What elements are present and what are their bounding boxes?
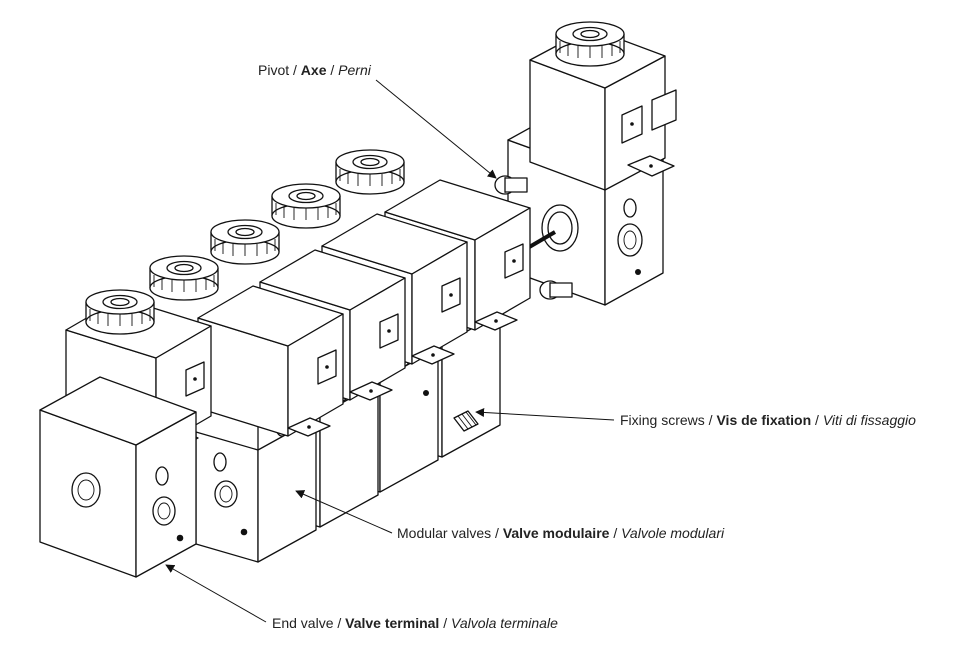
pivot-pin-upper xyxy=(494,175,528,195)
end-valve-body xyxy=(39,376,197,578)
pivot-pin-lower xyxy=(539,280,573,300)
pivot-label: Pivot / Axe / Perni xyxy=(258,62,372,78)
modular-leader xyxy=(295,490,393,534)
modular-valves-label: Modular valves / Valve modulaire / Valvo… xyxy=(397,525,725,541)
fixing-screw xyxy=(423,390,479,432)
detached-modular-valve xyxy=(494,21,677,306)
fixing-screws-label: Fixing screws / Vis de fixation / Viti d… xyxy=(620,412,916,428)
end-valve-label: End valve / Valve terminal / Valvola ter… xyxy=(272,615,558,631)
screws-leader xyxy=(475,407,615,421)
valve-manifold xyxy=(39,149,531,578)
end-leader xyxy=(165,564,267,623)
pivot-leader xyxy=(375,79,497,179)
